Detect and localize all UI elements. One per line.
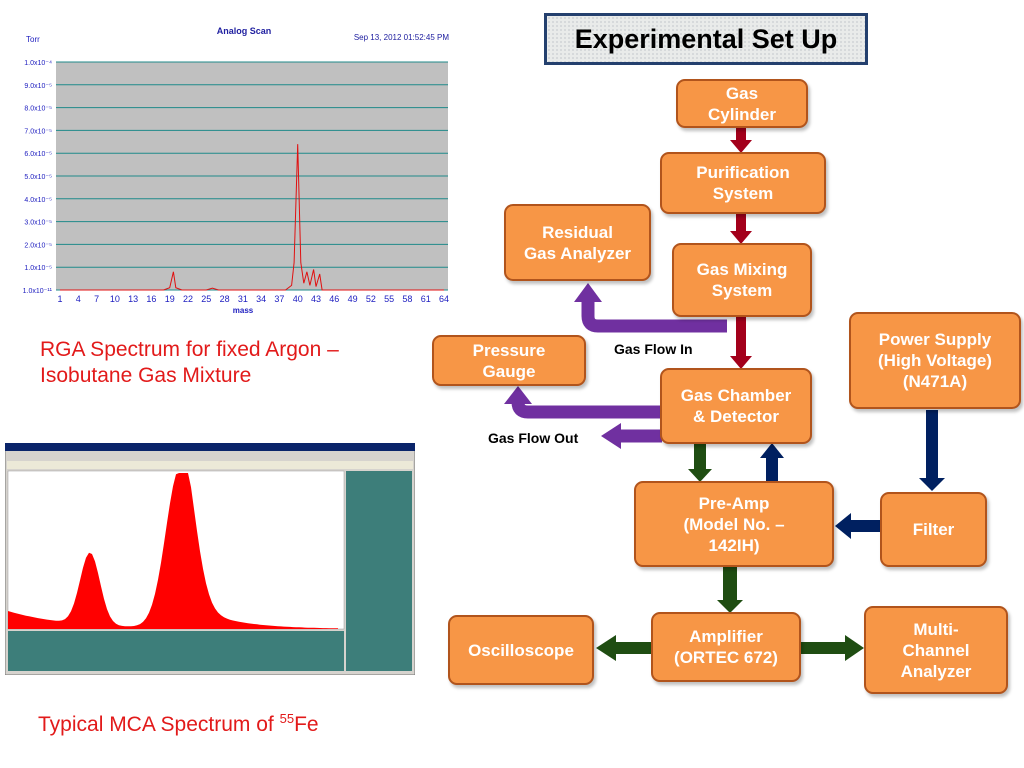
arrow-chamber-to-preamp-head	[688, 469, 712, 482]
node-gas-cylinder: Gas Cylinder	[676, 79, 808, 128]
node-oscilloscope: Oscilloscope	[448, 615, 594, 685]
y-tick-label: 7.0x10⁻⁵	[24, 128, 52, 135]
node-residual-gas-analyzer: Residual Gas Analyzer	[504, 204, 651, 281]
node-amplifier: Amplifier (ORTEC 672)	[651, 612, 801, 682]
arrow-gas-flow-out-head	[601, 423, 621, 449]
arrow-chamber-to-gauge-head	[504, 386, 532, 404]
y-tick-label: 6.0x10⁻⁵	[24, 151, 52, 158]
node-multi-channel-analyzer: Multi- Channel Analyzer	[864, 606, 1008, 694]
chart-title: Analog Scan	[217, 26, 272, 36]
x-tick-label: 7	[94, 294, 99, 304]
x-tick-label: 46	[329, 294, 339, 304]
caption-rga: RGA Spectrum for fixed Argon – Isobutane…	[40, 338, 339, 387]
x-tick-label: 55	[384, 294, 394, 304]
caption-mca: Typical MCA Spectrum of 55Fe	[38, 706, 319, 738]
x-tick-label: 16	[146, 294, 156, 304]
node-pre-amp: Pre-Amp (Model No. – 142IH)	[634, 481, 834, 567]
x-tick-label: 1	[57, 294, 62, 304]
arrow-amplifier-to-mca-head	[845, 635, 864, 661]
caption-mca-prefix: Typical MCA Spectrum of	[38, 713, 280, 736]
node-gas-chamber-detector: Gas Chamber & Detector	[660, 368, 812, 444]
x-tick-label: 4	[76, 294, 81, 304]
status-panel	[8, 631, 344, 671]
page-title: Experimental Set Up	[544, 13, 868, 65]
mca-spectrum-screenshot	[5, 443, 415, 675]
y-tick-label: 3.0x10⁻⁵	[24, 220, 52, 227]
arrow-mixing-to-rga-shaft	[581, 300, 727, 333]
x-tick-label: 52	[366, 294, 376, 304]
node-power-supply: Power Supply (High Voltage) (N471A)	[849, 312, 1021, 409]
node-pressure-gauge: Pressure Gauge	[432, 335, 586, 386]
x-tick-label: 34	[256, 294, 266, 304]
caption-mca-sup: 55	[279, 711, 295, 726]
y-tick-label: 5.0x10⁻⁵	[24, 174, 52, 181]
x-tick-label: 19	[165, 294, 175, 304]
arrow-preamp-to-amplifier-head	[717, 600, 743, 613]
arrow-preamp-to-chamber-head	[760, 443, 784, 458]
node-filter: Filter	[880, 492, 987, 567]
x-tick-label: 58	[402, 294, 412, 304]
x-tick-label: 49	[348, 294, 358, 304]
arrow-filter-to-preamp-head	[835, 513, 851, 539]
x-tick-label: 13	[128, 294, 138, 304]
window-toolbar	[7, 461, 413, 469]
unit-label: Torr	[26, 35, 40, 44]
y-tick-label: 1.0x10⁻¹¹	[23, 288, 53, 295]
label-gas-flow-in: Gas Flow In	[614, 341, 693, 357]
y-tick-label: 1.0x10⁻⁵	[24, 265, 52, 272]
x-tick-label: 10	[110, 294, 120, 304]
label-gas-flow-out: Gas Flow Out	[488, 430, 579, 446]
x-tick-label: 25	[201, 294, 211, 304]
rga-spectrum-chart: 1.0x10⁻¹¹ 1.0x10⁻⁵ 2.0x10⁻⁵ 3.0x10⁻⁵ 4.0x10⁻…	[23, 26, 450, 315]
x-tick-label: 28	[220, 294, 230, 304]
x-tick-label: 31	[238, 294, 248, 304]
node-gas-mixing-system: Gas Mixing System	[672, 243, 812, 317]
y-tick-label: 2.0x10⁻⁵	[24, 242, 52, 249]
arrow-purification-to-mixing-head	[730, 231, 752, 244]
arrow-mixing-to-chamber-head	[730, 356, 752, 369]
y-tick-label: 1.0x10⁻⁴	[24, 60, 52, 67]
y-tick-label: 4.0x10⁻⁵	[24, 197, 52, 204]
spectrum-fill	[8, 473, 338, 629]
arrow-amplifier-to-oscilloscope-head	[596, 635, 616, 661]
x-tick-label: 22	[183, 294, 193, 304]
series-line	[60, 144, 444, 291]
arrow-power-to-filter-head	[919, 478, 945, 491]
arrow-mixing-to-rga-head	[574, 283, 602, 302]
x-tick-label: 43	[311, 294, 321, 304]
x-tick-label: 64	[439, 294, 449, 304]
timestamp: Sep 13, 2012 01:52:45 PM	[354, 33, 450, 42]
x-axis-label: mass	[233, 306, 254, 315]
x-tick-label: 37	[274, 294, 284, 304]
y-tick-label: 9.0x10⁻⁵	[24, 83, 52, 90]
y-tick-label: 8.0x10⁻⁵	[24, 106, 52, 113]
caption-mca-suffix: Fe	[294, 713, 319, 736]
window-titlebar	[5, 443, 415, 451]
x-tick-label: 61	[421, 294, 431, 304]
arrow-cylinder-to-purification-head	[730, 140, 752, 153]
side-panel	[346, 471, 412, 671]
node-purification-system: Purification System	[660, 152, 826, 214]
x-tick-label: 40	[293, 294, 303, 304]
arrow-chamber-to-gauge-shaft	[511, 401, 662, 419]
